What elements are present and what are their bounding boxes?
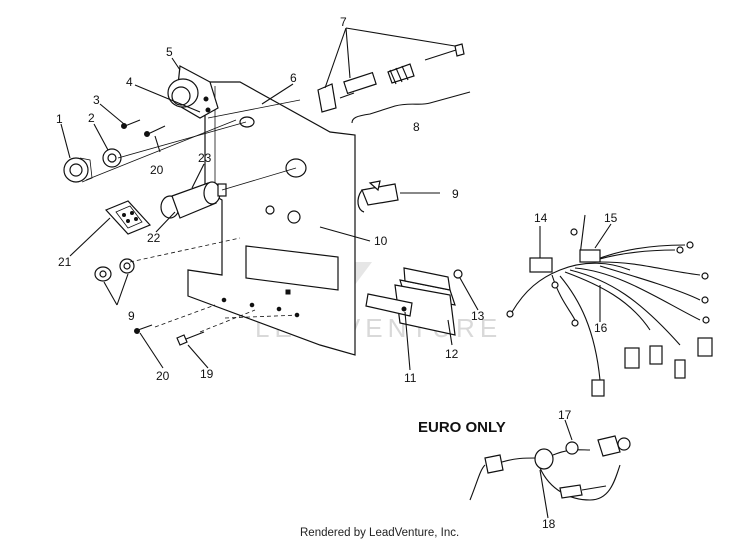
wiring-harness-part-16 — [506, 214, 713, 397]
callout-22: 22 — [147, 231, 161, 245]
callout-7: 7 — [340, 15, 347, 29]
nut-part-1 — [63, 157, 93, 183]
callout-3: 3 — [93, 93, 100, 107]
callout-23: 23 — [198, 151, 212, 165]
nut-pair-part-9 — [94, 258, 135, 282]
callout-11: 11 — [404, 371, 417, 385]
callout-19: 19 — [200, 367, 214, 381]
leader-lines — [60, 27, 612, 519]
toggle-switch-part-9 — [357, 180, 399, 213]
callout-9-left: 9 — [128, 309, 135, 323]
callout-10: 10 — [374, 234, 388, 248]
callout-14: 14 — [534, 211, 548, 225]
bolt-part-13 — [453, 269, 463, 279]
callout-5: 5 — [166, 45, 173, 59]
screw-part-20-top — [144, 125, 166, 137]
bracket-part-11 — [365, 293, 413, 317]
callout-13: 13 — [471, 309, 485, 323]
plate-part-21 — [104, 200, 152, 235]
footer-credit: Rendered by LeadVenture, Inc. — [300, 527, 459, 539]
screw-part-20-bottom — [134, 324, 153, 334]
euro-harness-part-18 — [469, 435, 631, 501]
callout-12: 12 — [445, 347, 459, 361]
screw-part-3 — [121, 119, 141, 129]
bolt-part-19 — [176, 331, 205, 346]
washer-part-2 — [102, 148, 122, 168]
callout-16: 16 — [594, 321, 608, 335]
dash-panel — [187, 81, 356, 356]
euro-only-label: EURO ONLY — [418, 419, 506, 436]
assembly-lines — [85, 99, 301, 333]
callout-1: 1 — [56, 112, 63, 126]
callout-21: 21 — [58, 255, 72, 269]
callout-2: 2 — [88, 111, 95, 125]
callout-15: 15 — [604, 211, 618, 225]
callout-labels: 1 2 3 4 5 6 7 8 9 10 11 12 13 14 15 16 1… — [56, 15, 618, 531]
switch-assembly-part-7 — [317, 43, 471, 124]
gauge-part-5 — [167, 65, 219, 119]
callout-20-top: 20 — [150, 163, 164, 177]
ignition-switch — [160, 181, 227, 219]
callout-20-bottom: 20 — [156, 369, 170, 383]
callout-9-right: 9 — [452, 187, 459, 201]
callout-6: 6 — [290, 71, 297, 85]
bracket-part-12 — [394, 267, 456, 336]
callout-17: 17 — [558, 408, 572, 422]
callout-18: 18 — [542, 517, 556, 531]
callout-4: 4 — [126, 75, 133, 89]
callout-8: 8 — [413, 120, 420, 134]
